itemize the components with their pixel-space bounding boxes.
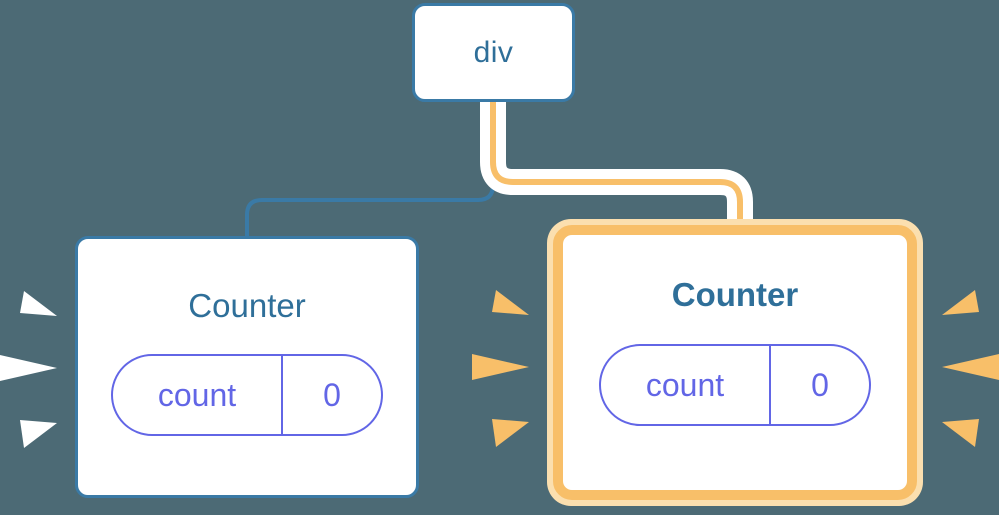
node-counter-right-label: Counter	[671, 276, 799, 313]
node-counter-right[interactable]: Counter count 0	[553, 225, 917, 500]
node-counter-left[interactable]: Counter count 0	[75, 236, 419, 498]
state-key-label: count	[645, 367, 725, 403]
state-value-label: 0	[769, 346, 869, 424]
node-div-label: div	[473, 35, 514, 69]
node-div[interactable]: div	[412, 3, 575, 102]
node-counter-right-highlight-glow: Counter count 0	[547, 219, 923, 506]
edge-root-to-counter-right	[490, 99, 743, 243]
state-pill-counter-left: count 0	[111, 354, 383, 436]
state-pill-counter-right: count 0	[599, 344, 871, 426]
edge-root-to-counter-left	[245, 100, 495, 241]
node-counter-left-label: Counter	[188, 287, 306, 324]
state-value-label: 0	[281, 356, 381, 434]
state-key-label: count	[157, 377, 237, 413]
